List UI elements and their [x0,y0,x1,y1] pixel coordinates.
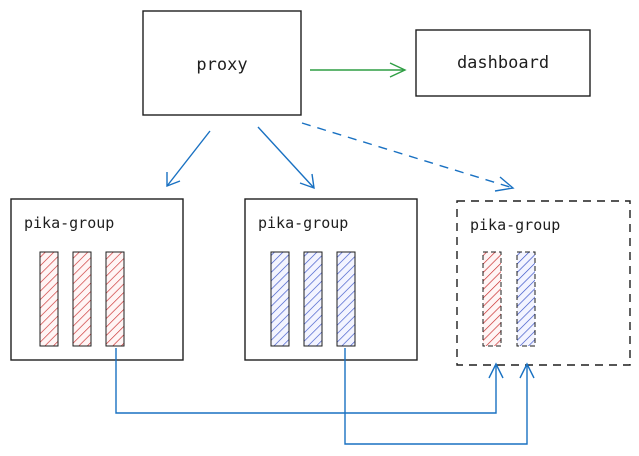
dashboard-node[interactable]: dashboard [415,29,591,97]
pika-group-1-label: pika-group [24,214,114,232]
slot-2-3 [336,251,356,347]
dashboard-label: dashboard [457,53,549,73]
edge-proxy-group-2 [257,126,315,190]
pika-group-1[interactable]: pika-group [10,198,184,361]
slot-1-2 [72,251,92,347]
slot-1-1 [39,251,59,347]
slot-3-1 [482,251,502,347]
proxy-label: proxy [196,55,247,75]
pika-group-3[interactable]: pika-group [456,200,631,366]
slot-2-1 [270,251,290,347]
pika-group-3-label: pika-group [470,216,560,234]
edge-proxy-group-1 [166,130,211,188]
edge-group-2-group-3 [344,348,535,445]
slot-1-3 [105,251,125,347]
pika-group-2[interactable]: pika-group [244,198,418,361]
slot-3-2 [516,251,536,347]
pika-group-2-label: pika-group [258,214,348,232]
slot-2-2 [303,251,323,347]
edge-proxy-dashboard [310,62,407,78]
edge-group-1-group-3 [115,348,504,414]
proxy-node[interactable]: proxy [142,10,302,116]
edge-proxy-group-3 [301,122,515,192]
